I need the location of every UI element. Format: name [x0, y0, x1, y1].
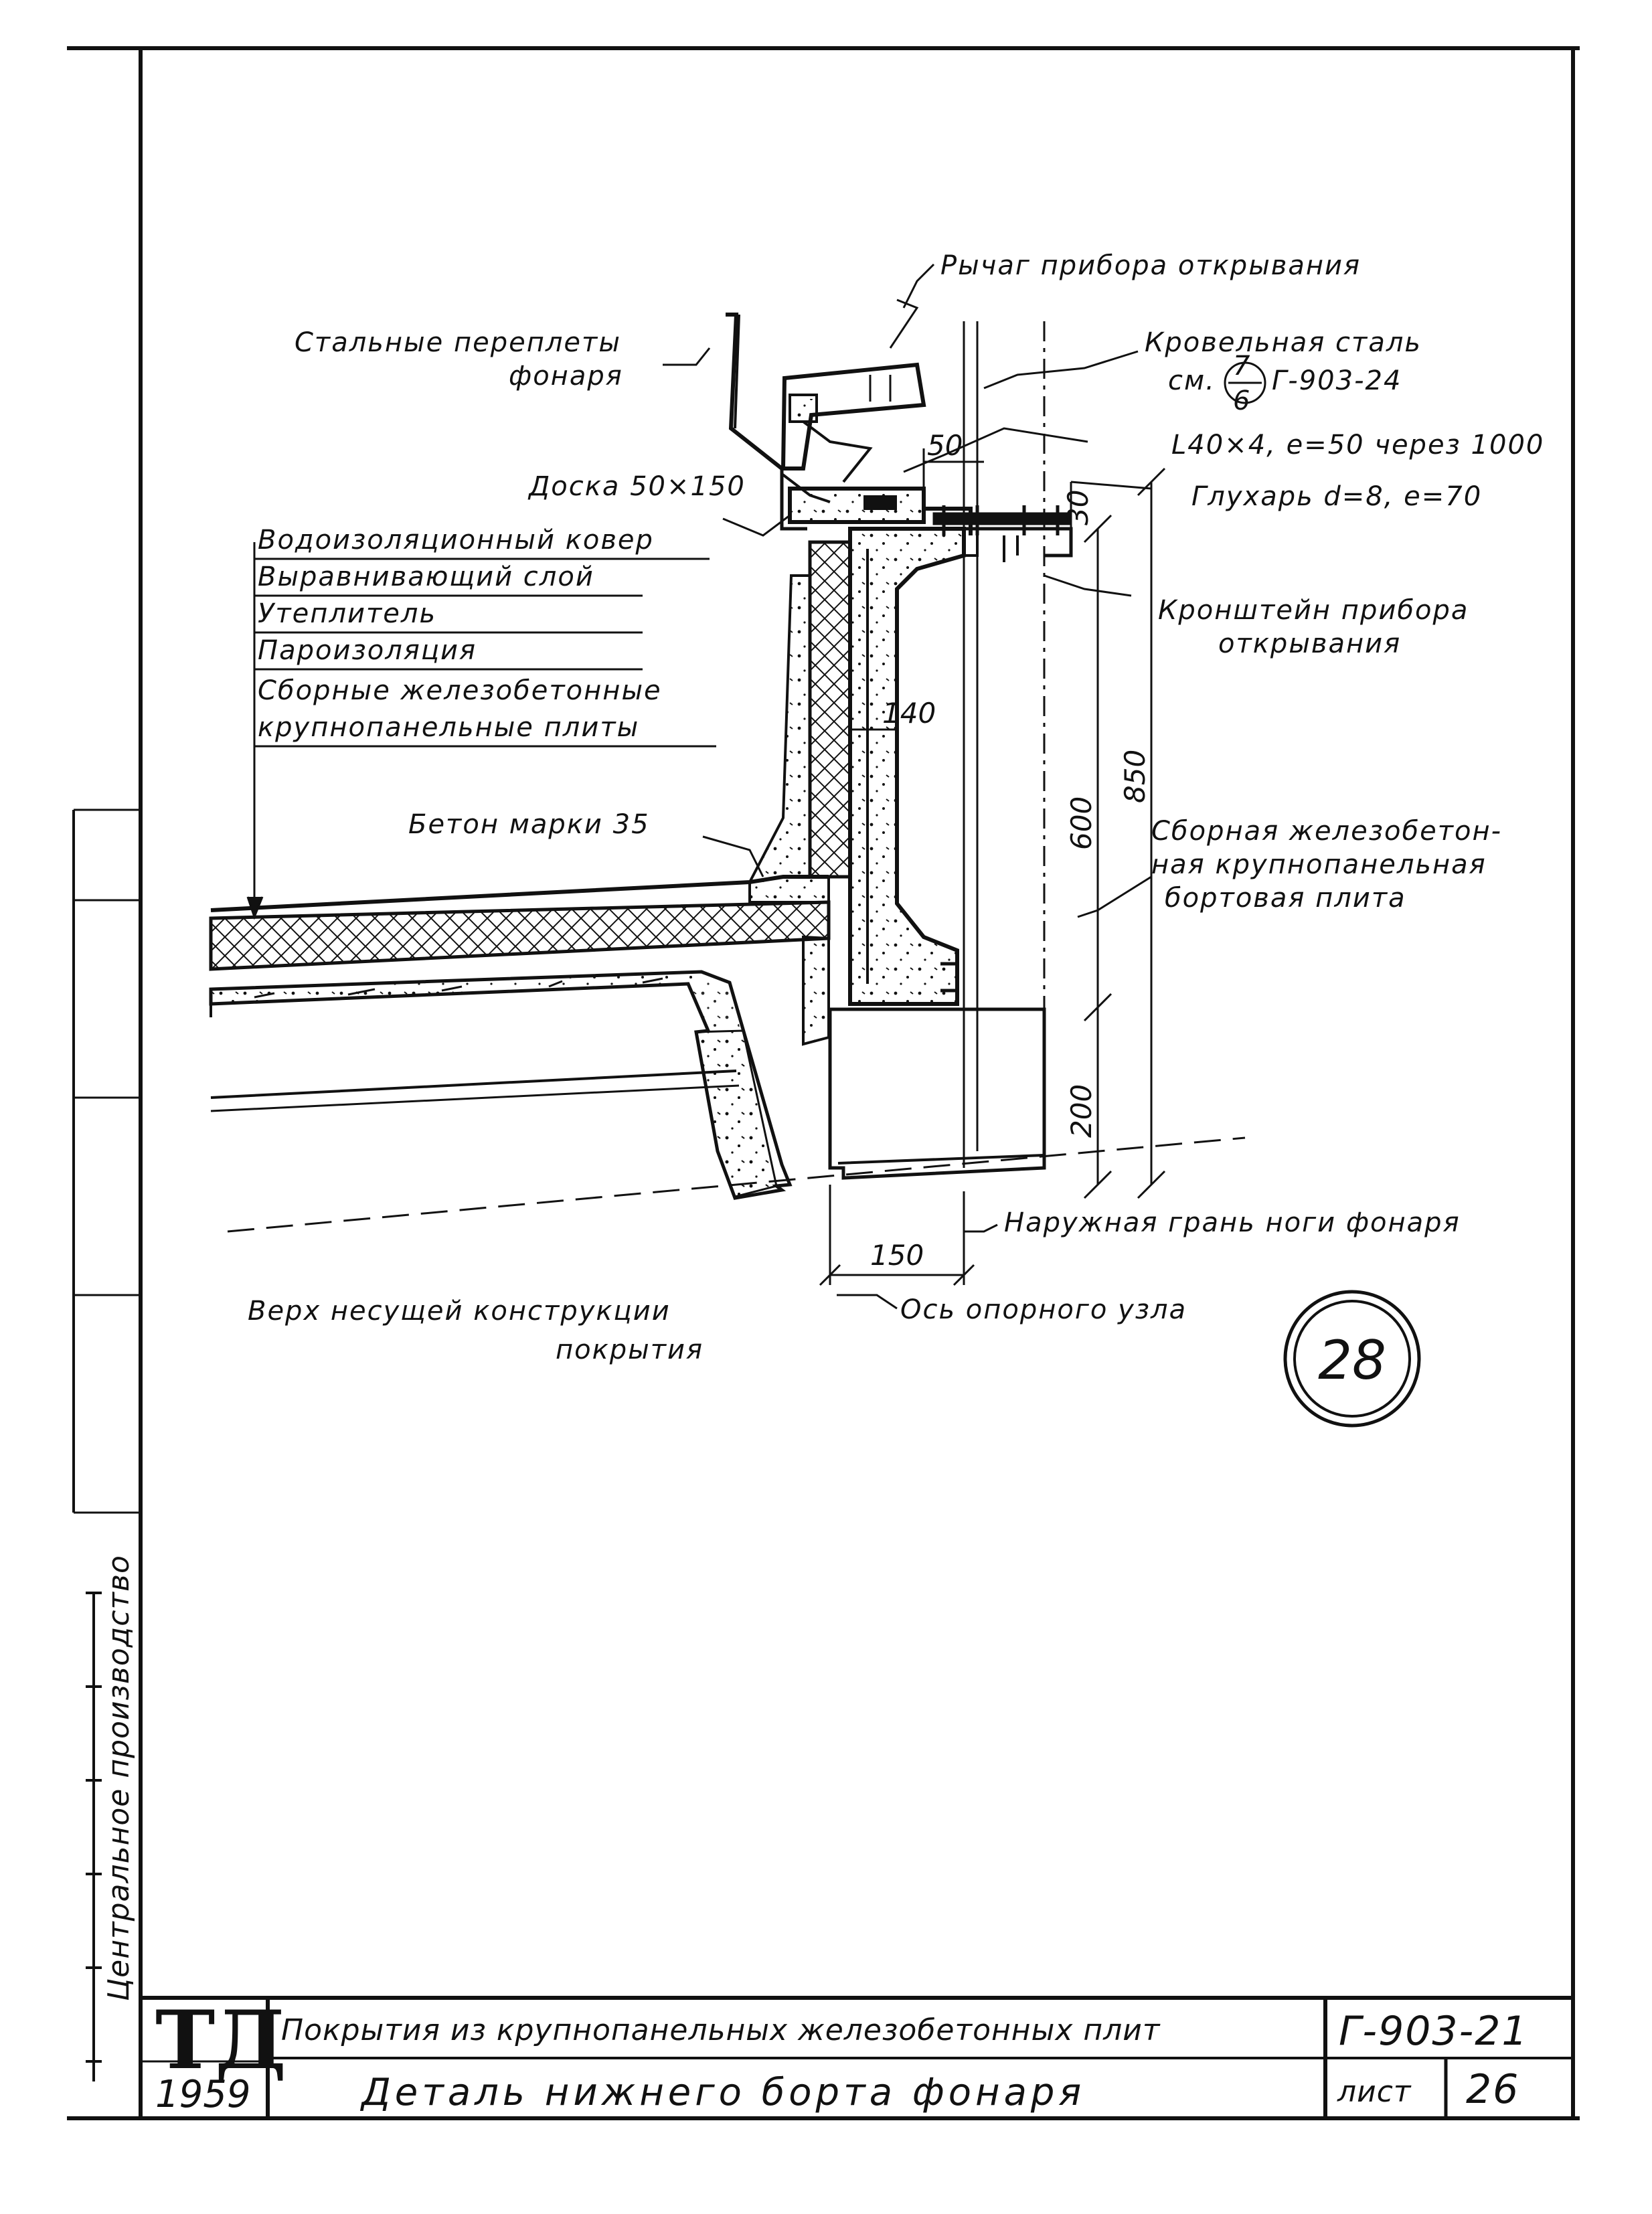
label-angle: L40×4, e=50 через 1000 — [1171, 430, 1544, 460]
layer-item: Пароизоляция — [258, 635, 477, 666]
layer-stack: Водоизоляционный ковер Выравнивающий сло… — [258, 525, 662, 743]
label-blind-rivet: Глухарь d=8, e=70 — [1191, 481, 1482, 512]
layer-item: Водоизоляционный ковер — [258, 525, 654, 556]
dim-30: 30 — [1062, 490, 1094, 525]
leader-lines — [246, 263, 1152, 1310]
support-pedestal — [828, 1007, 1046, 1180]
detail-number-badge: 28 — [1283, 1290, 1421, 1428]
layer-item: Утеплитель — [258, 598, 436, 629]
label-roof-steel-code: Г-903-24 — [1272, 365, 1402, 396]
label-panel-1: Сборная железобетон- — [1151, 816, 1502, 847]
label-steel-frames-1: Стальные переплеты — [295, 327, 621, 358]
dim-150: 150 — [870, 1239, 924, 1272]
label-bracket-2: открывания — [1218, 628, 1401, 659]
dim-200: 200 — [1065, 1084, 1098, 1138]
slab-body-hatch — [228, 974, 776, 1197]
dimension-values: 50 30 140 600 850 200 150 — [870, 429, 1151, 1272]
layer-underlines — [254, 558, 716, 748]
sheet-frame — [67, 46, 1580, 2120]
title-year: 1959 — [155, 2073, 251, 2116]
title-subject: Покрытия из крупнопанельных железобетонн… — [281, 2013, 1161, 2047]
label-roof-steel-prefix: см. — [1168, 365, 1216, 396]
title-code: Г-903-21 — [1339, 2008, 1529, 2055]
title-block — [141, 1996, 1573, 2118]
roof-slab-outline — [209, 970, 793, 1200]
label-panel-3: бортовая плита — [1165, 883, 1406, 914]
dim-600: 600 — [1065, 796, 1098, 850]
layer-item: крупнопанельные плиты — [258, 712, 639, 743]
title-sheet-number: 26 — [1466, 2066, 1519, 2113]
label-roof-steel-1: Кровельная сталь — [1145, 327, 1422, 358]
panel-insulation — [808, 540, 852, 879]
detail-number: 28 — [1318, 1329, 1386, 1391]
label-concrete: Бетон марки 35 — [408, 809, 650, 840]
layer-item: Сборные железобетонные — [258, 675, 662, 706]
label-top-structure-2: покрытия — [556, 1335, 704, 1365]
title-sheet-label: лист — [1337, 2075, 1412, 2109]
board-section — [788, 487, 926, 524]
side-stamp-faded — [86, 1592, 102, 2081]
label-panel-2: ная крупнопанельная — [1151, 849, 1487, 880]
roof-insulation — [209, 900, 831, 971]
datum-line — [227, 1136, 1246, 1233]
label-top-structure-1: Верх несущей конструкции — [248, 1296, 671, 1327]
title-logo: ТД — [155, 1993, 286, 2088]
title-main: Деталь нижнего борта фонаря — [359, 2071, 1085, 2114]
label-outer-face: Наружная грань ноги фонаря — [1004, 1207, 1461, 1238]
steel-sash — [726, 313, 783, 471]
label-roof-steel-num: 7 — [1233, 351, 1251, 381]
callout-labels: Рычаг прибора открывания Стальные перепл… — [248, 250, 1544, 1365]
dim-850: 850 — [1119, 750, 1151, 803]
label-bracket-1: Кронштейн прибора — [1158, 595, 1469, 626]
dim-140: 140 — [882, 697, 936, 730]
dim-50: 50 — [927, 429, 963, 462]
label-steel-frames-2: фонаря — [509, 361, 623, 392]
label-board: Доска 50×150 — [527, 471, 746, 502]
opening-bracket — [964, 527, 1073, 558]
label-lever: Рычаг прибора открывания — [940, 250, 1361, 281]
label-support-axis: Ось опорного узла — [900, 1294, 1187, 1325]
side-stamp-text: Центральное производство — [102, 1555, 136, 2001]
layer-item: Выравнивающий слой — [258, 562, 594, 592]
dimension-lines — [819, 448, 1166, 1286]
